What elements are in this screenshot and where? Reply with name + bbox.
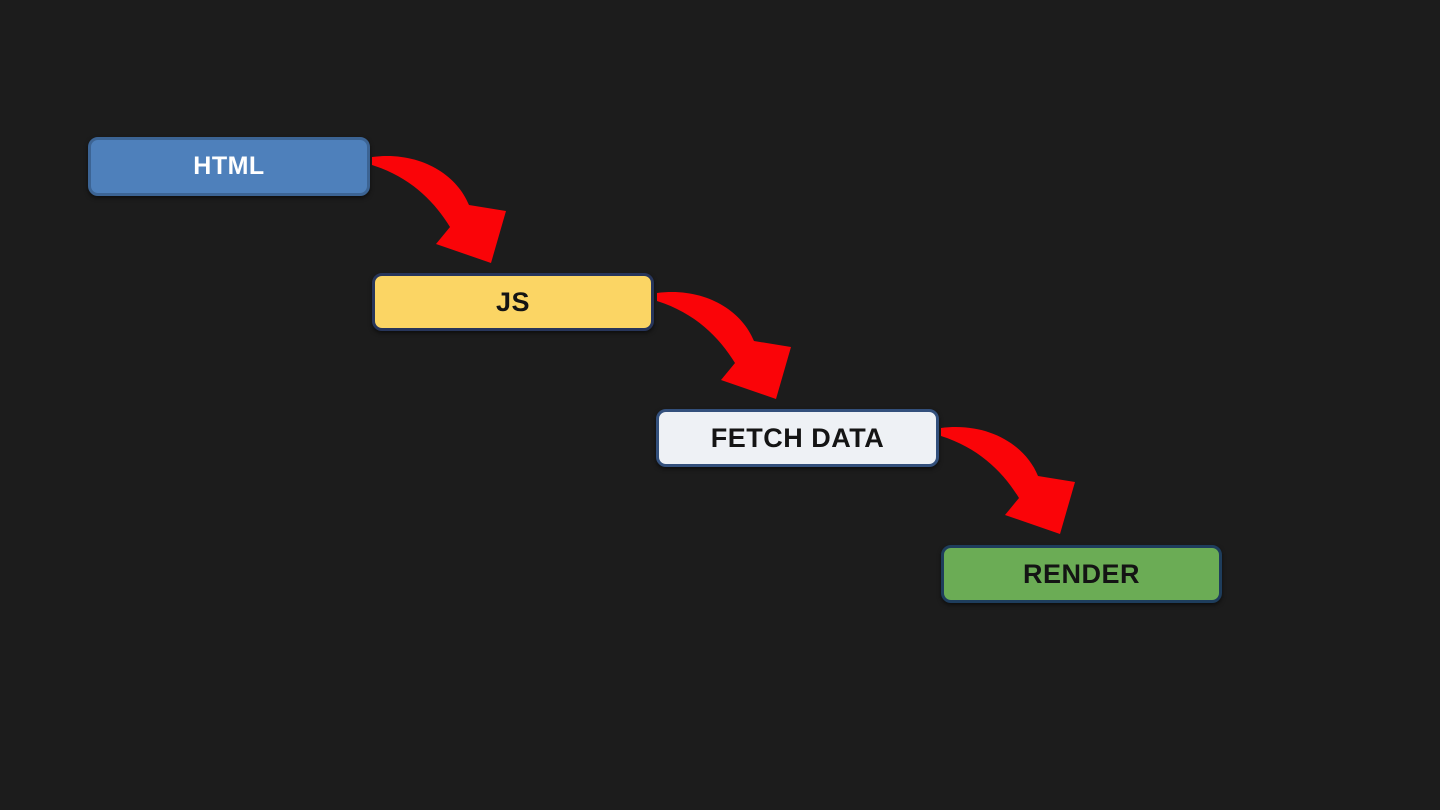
curved-arrow-icon xyxy=(941,427,1075,534)
step-label-render: RENDER xyxy=(1022,558,1140,589)
curved-arrow-html-to-js xyxy=(372,156,506,263)
step-label-fetch-data: FETCH DATA xyxy=(710,422,885,453)
curved-arrow-fetch-data-to-render xyxy=(941,427,1075,534)
step-box-js: JS xyxy=(372,273,654,331)
step-label-html: HTML xyxy=(193,152,265,180)
curved-arrow-icon xyxy=(372,156,506,263)
step-box-html: HTML xyxy=(88,137,370,196)
curved-arrow-js-to-fetch-data xyxy=(657,292,791,399)
step-box-render: RENDER xyxy=(941,545,1222,603)
step-box-fetch-data: FETCH DATA xyxy=(656,409,939,467)
step-label-js: JS xyxy=(495,286,531,317)
curved-arrow-icon xyxy=(657,292,791,399)
